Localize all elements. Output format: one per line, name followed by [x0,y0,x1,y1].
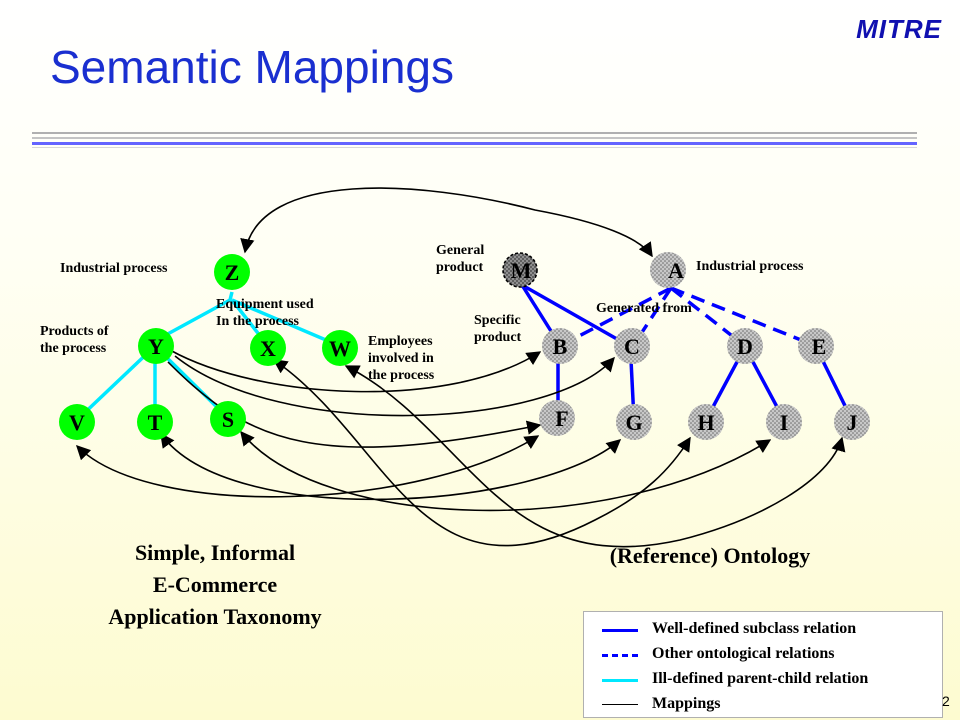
node-v-label: V [69,410,85,435]
label-a-industrial-process: Industrial process [696,259,804,274]
ontology-nodes: M A B C D E F G H I J [502,252,870,440]
title-rule [32,147,917,148]
node-g-label: G [625,410,642,435]
edge-y-v [75,344,157,422]
mapping-z-a [240,187,653,258]
mitre-logo: MITRE [856,14,942,44]
node-s[interactable] [210,401,246,437]
edge-m-c [521,283,632,349]
taxonomy-nodes: Z Y X W V T S [59,254,358,440]
annotation-labels: Industrial process Products of the proce… [40,243,804,383]
title-rule [32,132,917,134]
node-m[interactable] [502,252,538,288]
legend-item-ill-defined: Ill-defined parent-child relation [598,668,938,692]
ontology-caption: (Reference) Ontology [609,543,811,568]
label-w-line1: Employees [368,334,433,349]
label-b-line2: product [474,330,522,345]
node-j[interactable] [834,404,870,440]
node-c-label: C [624,334,640,359]
label-y-line1: Products of [40,324,109,339]
taxonomy-caption: Simple, Informal E-Commerce Application … [60,537,370,633]
taxonomy-caption-line1: Simple, Informal [134,540,296,565]
node-s-label: S [222,407,234,432]
node-h-label: H [697,410,714,435]
label-w-line3: the process [368,368,435,383]
legend-swatch-dashed-blue [602,654,638,657]
node-z[interactable] [214,254,250,290]
node-y[interactable] [138,328,174,364]
node-d[interactable] [727,328,763,364]
node-a-label: A [668,258,684,283]
edge-a-e [670,286,817,348]
node-b[interactable] [542,328,578,364]
node-a[interactable] [650,252,686,288]
legend: Well-defined subclass relation Other ont… [583,611,943,718]
label-y-line2: the process [40,341,107,356]
legend-item-mappings: Mappings [598,693,938,717]
label-b-line1: Specific [474,313,521,328]
node-m-label: M [511,258,532,283]
node-h[interactable] [688,404,724,440]
legend-label: Well-defined subclass relation [652,620,857,637]
node-b-label: B [553,334,568,359]
edge-z-y [152,291,234,344]
node-i[interactable] [766,404,802,440]
label-z-industrial-process: Industrial process [60,261,168,276]
node-d-label: D [737,334,753,359]
slide-title: Semantic Mappings [50,41,454,93]
node-v[interactable] [59,404,95,440]
mapping-arrows [75,187,846,548]
node-f[interactable] [539,400,575,436]
taxonomy-caption-line2: E-Commerce [152,572,278,597]
node-x-label: X [260,336,276,361]
legend-swatch-thin-black [602,704,638,705]
page-number: 2 [942,693,950,709]
mapping-t-g [160,432,622,501]
mapping-v-f [75,435,540,498]
legend-label: Mappings [652,695,721,712]
legend-swatch-solid-blue [602,629,638,632]
taxonomy-caption-line3: Application Taxonomy [108,604,322,629]
node-z-label: Z [225,260,240,285]
label-x-line1: Equipment used [216,297,314,312]
label-m-line2: product [436,260,484,275]
node-g[interactable] [616,404,652,440]
label-m-line1: General [436,243,484,258]
node-w-label: W [329,336,351,361]
node-j-label: J [847,410,858,435]
title-rule [32,137,917,139]
label-generated-from: Generated from [596,301,692,316]
legend-swatch-cyan [602,679,638,682]
node-e-label: E [812,334,827,359]
node-t[interactable] [137,404,173,440]
ontology-other-edges [559,286,817,348]
legend-label: Other ontological relations [652,645,835,662]
node-x[interactable] [250,330,286,366]
legend-item-other: Other ontological relations [598,643,938,667]
legend-item-subclass: Well-defined subclass relation [598,618,938,642]
legend-label: Ill-defined parent-child relation [652,670,869,687]
node-e[interactable] [798,328,834,364]
edge-z-w [231,298,341,348]
node-t-label: T [148,410,163,435]
node-i-label: I [780,410,789,435]
label-w-line2: involved in [368,351,434,366]
label-x-line2: In the process [216,314,300,329]
mapping-w-j [344,365,846,548]
node-c[interactable] [614,328,650,364]
title-rule-accent [32,142,917,145]
mapping-x-h [272,359,691,547]
mapping-s-i [240,430,772,512]
node-w[interactable] [322,330,358,366]
node-y-label: Y [148,334,164,359]
node-f-label: F [555,406,568,431]
